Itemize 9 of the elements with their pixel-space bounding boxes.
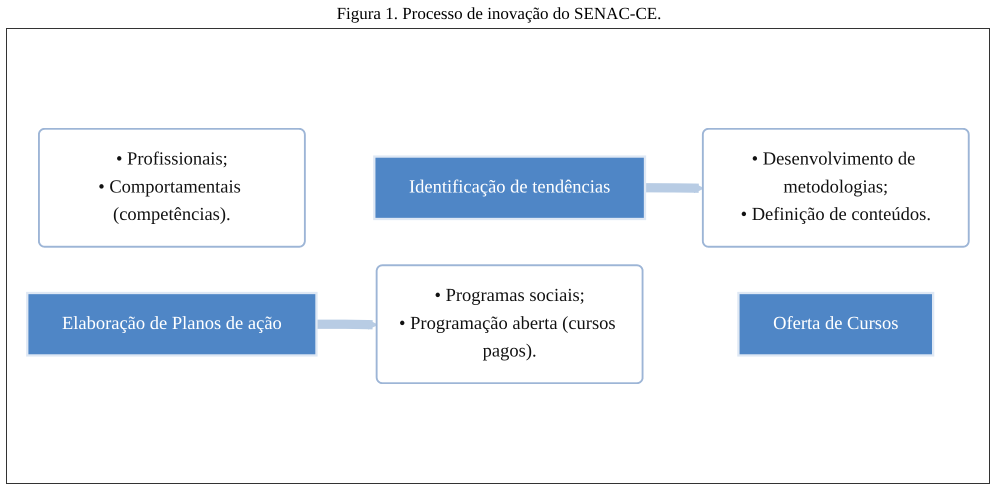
bullet-card: • Programas sociais; • Programação aberta (cursos pagos). [376,264,644,384]
figure-title: Figura 1. Processo de inovação do SENAC-CE. [336,3,662,25]
bullet-card: • Desenvolvimento de metodologias; • Definição de conteúdos. [702,128,970,248]
arrow [645,183,704,194]
step-title-box: Oferta de Cursos [737,292,934,357]
step-title-box: Elaboração de Planos de ação [26,292,318,357]
arrow [316,320,378,330]
step-title-box: Identificação de tendências [373,155,646,220]
bullet-card: • Profissionais; • Comportamentais (competências). [38,128,306,248]
